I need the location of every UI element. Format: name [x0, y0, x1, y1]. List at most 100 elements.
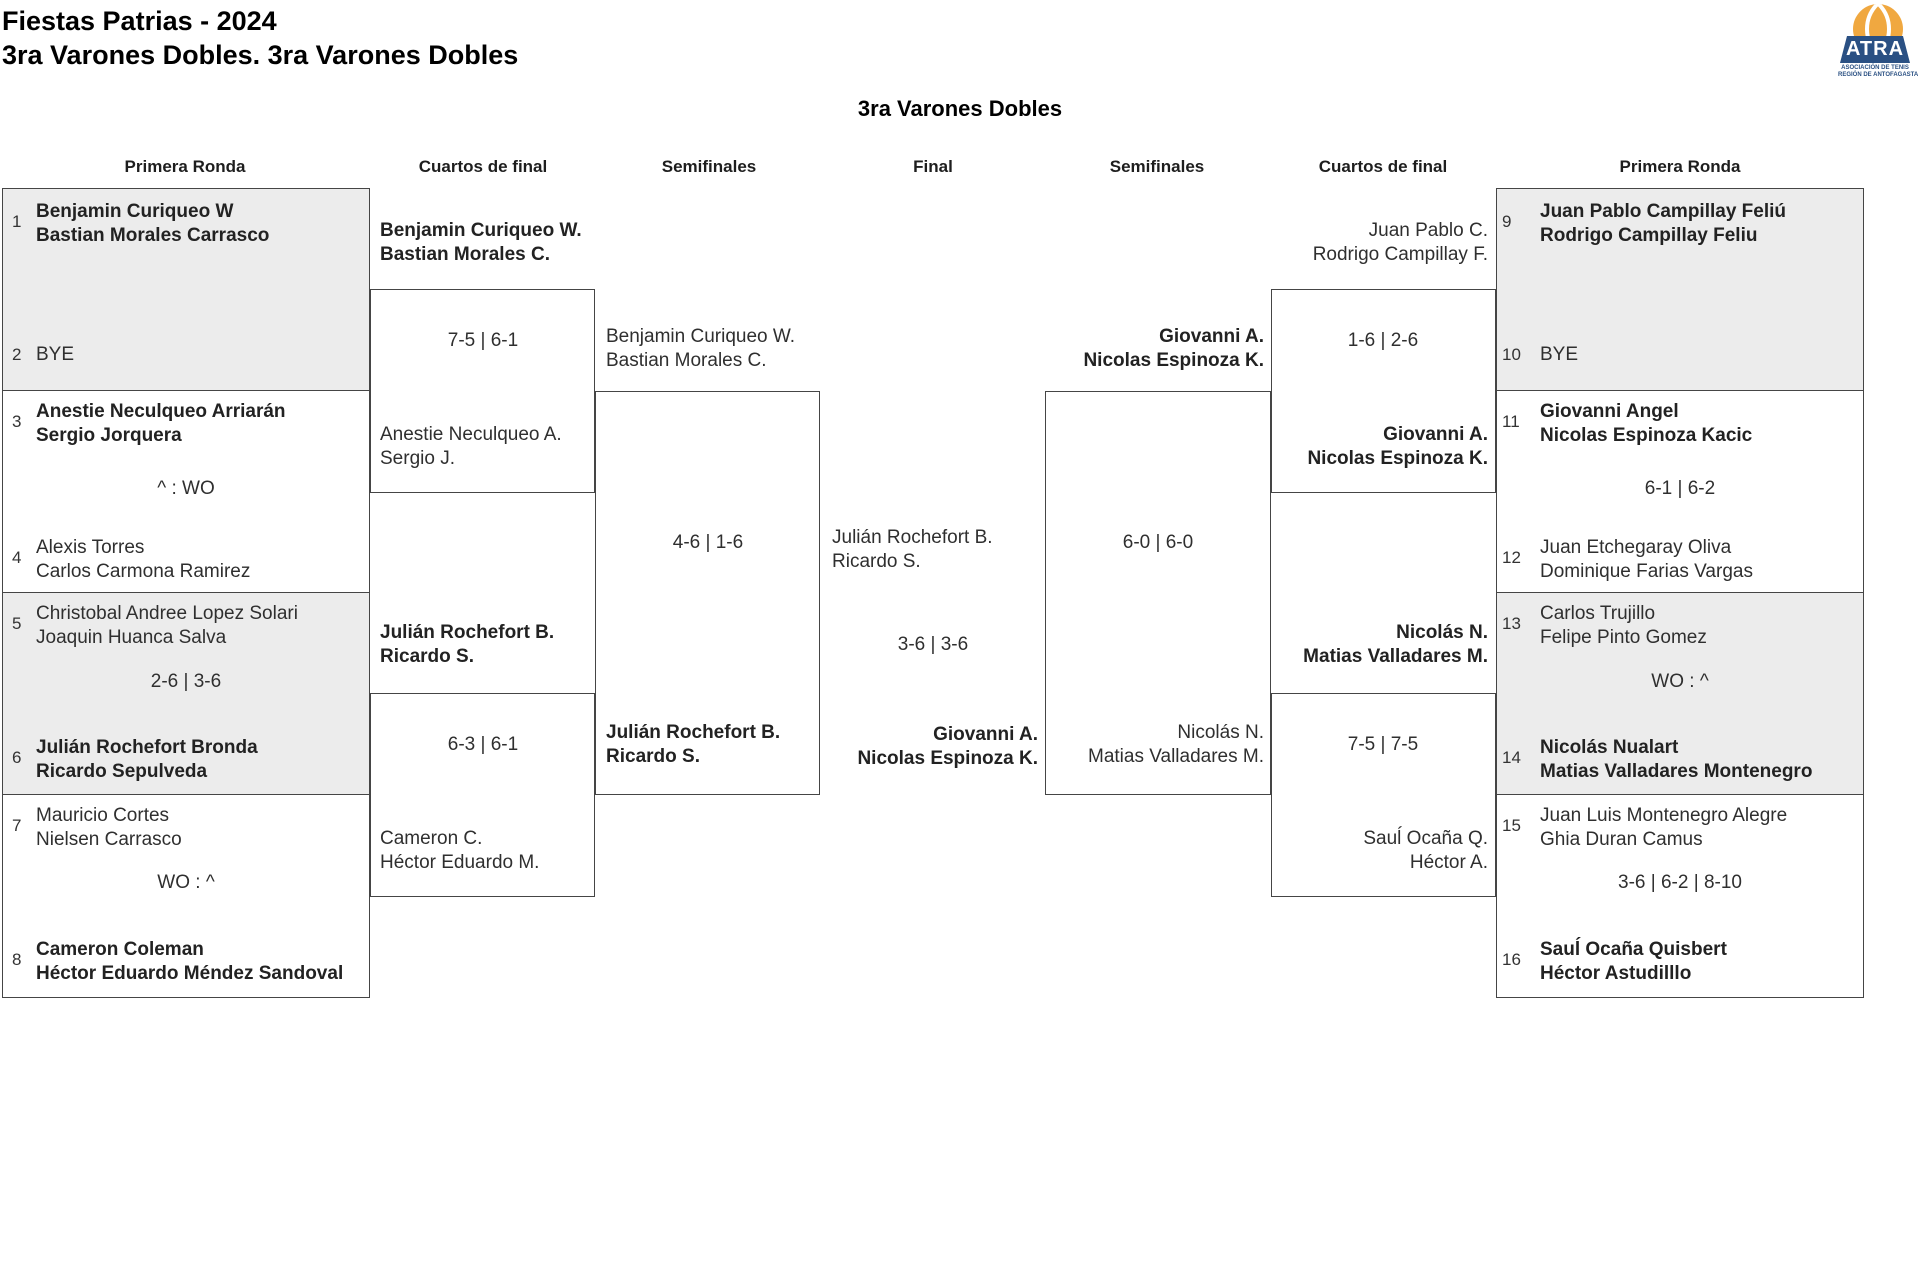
player-line: Rodrigo Campillay F. [1312, 244, 1488, 265]
player-line: Giovanni A. [1159, 326, 1264, 347]
team-names: Juan Etchegaray Oliva Dominique Farias V… [1540, 536, 1753, 584]
team-names: Christobal Andree Lopez Solari Joaquin H… [36, 602, 298, 650]
player-line: Sergio J. [380, 448, 455, 469]
player-line: Julián Rochefort B. [606, 722, 781, 743]
player-line: Matias Valladares M. [1303, 646, 1488, 667]
final-score: 3-6 | 3-6 [897, 634, 969, 655]
qf-right-2-top-team: Nicolás N. Matias Valladares M. [1266, 621, 1488, 669]
player-line: Héctor Astudilllo [1540, 963, 1692, 984]
player-line: Joaquin Huanca Salva [36, 627, 227, 648]
team-names: Alexis Torres Carlos Carmona Ramirez [36, 536, 250, 584]
player-line: Nicolas Espinoza K. [1083, 350, 1264, 371]
seed-number: 15 [1502, 816, 1521, 835]
round-header-quarter-left: Cuartos de final [418, 157, 548, 176]
sf-right-box [1045, 391, 1271, 795]
sf-left-top-team: Benjamin Curiqueo W. Bastian Morales C. [606, 325, 795, 373]
bracket-title: 3ra Varones Dobles [857, 96, 1063, 121]
qf-right-2-bottom-team: Sauĺ Ocaña Q. Héctor A. [1266, 827, 1488, 875]
player-line: Alexis Torres [36, 537, 145, 558]
player-line: Mauricio Cortes [36, 805, 170, 826]
round-header-final: Final [913, 157, 953, 176]
final-right-team: Giovanni A. Nicolas Espinoza K. [816, 723, 1038, 771]
player-line: Nicolás N. [1396, 622, 1488, 643]
fr-left-match3-box [2, 592, 370, 795]
match-score: 6-0 | 6-0 [1122, 532, 1194, 553]
player-line: Carlos Carmona Ramirez [36, 561, 251, 582]
player-line: Ricardo Sepulveda [36, 761, 208, 782]
seed-number: 16 [1502, 950, 1521, 969]
match-score: WO : ^ [1651, 671, 1709, 692]
seed-number: 14 [1502, 748, 1521, 767]
player-line: Juan Etchegaray Oliva [1540, 537, 1732, 558]
player-line: Bastian Morales C. [380, 244, 550, 265]
round-header-first-left: Primera Ronda [124, 157, 246, 176]
player-line: Anestie Neculqueo A. [380, 424, 562, 445]
player-line: Rodrigo Campillay Feliu [1540, 225, 1758, 246]
qf-right-1-bottom-team: Giovanni A. Nicolas Espinoza K. [1266, 423, 1488, 471]
player-line: Ricardo S. [380, 646, 474, 667]
qf-right-1-box [1271, 289, 1496, 493]
player-line: Héctor Eduardo M. [380, 852, 540, 873]
seed-number: 7 [12, 816, 22, 835]
match-score: ^ : WO [157, 478, 215, 499]
player-line: Julián Rochefort Bronda [36, 737, 258, 758]
match-score: 2-6 | 3-6 [150, 671, 222, 692]
logo-subtitle-line2: REGIÓN DE ANTOFAGASTA [1838, 72, 1919, 78]
player-line: Sauĺ Ocaña Quisbert [1540, 939, 1727, 960]
player-line: Anestie Neculqueo Arriarán [36, 401, 286, 422]
match-score: 6-3 | 6-1 [447, 734, 519, 755]
round-header-semi-left: Semifinales [661, 157, 757, 176]
seed-number: 9 [1502, 212, 1512, 231]
final-left-team: Julián Rochefort B. Ricardo S. [832, 526, 993, 574]
logo-subtitle-line1: ASOCIACIÓN DE TENIS [1841, 65, 1909, 71]
player-line: Nielsen Carrasco [36, 829, 182, 850]
qf-left-2-top-team: Julián Rochefort B. Ricardo S. [380, 621, 554, 669]
seed-number: 13 [1502, 614, 1521, 633]
qf-right-1-top-team: Juan Pablo C. Rodrigo Campillay F. [1266, 219, 1488, 267]
player-line: Matias Valladares Montenegro [1540, 761, 1813, 782]
player-line: Nicolás N. [1177, 722, 1264, 743]
qf-left-2-box [370, 693, 595, 897]
match-score: 4-6 | 1-6 [672, 532, 744, 553]
player-line: Nicolas Espinoza Kacic [1540, 425, 1753, 446]
player-line: Felipe Pinto Gomez [1540, 627, 1707, 648]
player-line: Cameron C. [380, 828, 483, 849]
round-header-quarter-right: Cuartos de final [1318, 157, 1448, 176]
player-line: Sauĺ Ocaña Q. [1363, 828, 1488, 849]
round-header-semi-right: Semifinales [1109, 157, 1205, 176]
player-line: Carlos Trujillo [1540, 603, 1656, 624]
team-names: Mauricio Cortes Nielsen Carrasco [36, 804, 182, 852]
team-names: Giovanni Angel Nicolas Espinoza Kacic [1540, 400, 1752, 448]
team-names: Anestie Neculqueo Arriarán Sergio Jorque… [36, 400, 286, 448]
match-score: 3-6 | 6-2 | 8-10 [1618, 872, 1742, 893]
sf-right-bottom-team: Nicolás N. Matias Valladares M. [1042, 721, 1264, 769]
seed-number: 5 [12, 614, 22, 633]
player-line: Bastian Morales C. [606, 350, 767, 371]
seed-number: 12 [1502, 548, 1521, 567]
team-names: BYE [1540, 344, 1579, 365]
player-line: Giovanni A. [1383, 424, 1488, 445]
player-line: Benjamin Curiqueo W. [606, 326, 796, 347]
player-line: Nicolas Espinoza K. [1307, 448, 1488, 469]
fr-left-match1-box [2, 188, 370, 391]
player-line: Christobal Andree Lopez Solari [36, 603, 298, 624]
player-line: Cameron Coleman [36, 939, 204, 960]
player-line: Sergio Jorquera [36, 425, 182, 446]
player-line: Matias Valladares M. [1088, 746, 1264, 767]
player-line: Bastian Morales Carrasco [36, 225, 270, 246]
player-line: Giovanni A. [933, 724, 1038, 745]
player-line: Juan Luis Montenegro Alegre [1540, 805, 1788, 826]
player-line: Juan Pablo C. [1368, 220, 1488, 241]
fr-left-match4-box [2, 794, 370, 998]
team-names: Cameron Coleman Héctor Eduardo Méndez Sa… [36, 938, 343, 986]
qf-left-1-top-team: Benjamin Curiqueo W. Bastian Morales C. [380, 219, 582, 267]
match-score: 1-6 | 2-6 [1347, 330, 1419, 351]
seed-number: 6 [12, 748, 22, 767]
qf-left-2-bottom-team: Cameron C. Héctor Eduardo M. [380, 827, 539, 875]
player-line: Julián Rochefort B. [832, 527, 993, 548]
category-title: 3ra Varones Dobles. 3ra Varones Dobles [2, 40, 519, 70]
qf-left-1-box [370, 289, 595, 493]
player-line: Héctor A. [1409, 852, 1488, 873]
seed-number: 10 [1502, 345, 1521, 364]
